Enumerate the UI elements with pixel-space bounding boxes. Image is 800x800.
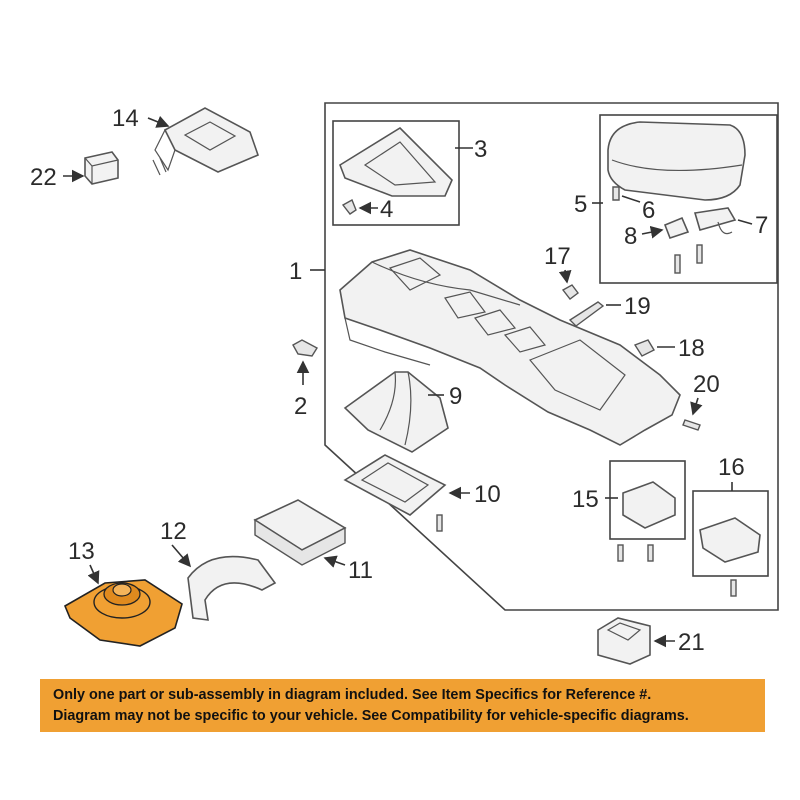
callout-3: 3 — [474, 136, 487, 163]
leader-20 — [690, 397, 703, 416]
cup-part-21 — [597, 617, 651, 665]
callout-7: 7 — [755, 212, 768, 239]
callout-8: 8 — [624, 223, 637, 250]
callout-13: 13 — [68, 538, 95, 565]
leader-13 — [87, 564, 100, 585]
screw-part-20 — [682, 419, 701, 431]
armrest-screws — [674, 244, 703, 274]
cap-part — [84, 151, 119, 185]
leader-17 — [558, 269, 572, 284]
callout-16: 16 — [718, 454, 745, 481]
callout-2: 2 — [294, 393, 307, 420]
callout-22: 22 — [30, 164, 57, 191]
clip-part-4 — [341, 199, 357, 215]
leader-7 — [737, 219, 753, 225]
callout-17: 17 — [544, 243, 571, 270]
shift-boot-part — [343, 371, 449, 453]
leader-14 — [147, 115, 170, 128]
horseshoe-part — [187, 555, 277, 621]
clip-part-17 — [561, 284, 579, 300]
callout-5: 5 — [574, 191, 587, 218]
callout-14: 14 — [112, 105, 139, 132]
leader-8 — [641, 225, 664, 239]
latch-part-8 — [663, 216, 690, 240]
leader-11 — [323, 555, 346, 568]
leader-12 — [171, 544, 192, 568]
callout-15: 15 — [572, 486, 599, 513]
console-group-frame — [324, 102, 779, 611]
console-body-part — [339, 249, 681, 446]
clip-part-18 — [633, 339, 655, 357]
leader-6 — [621, 195, 641, 203]
callout-18: 18 — [678, 335, 705, 362]
bracket-part-15 — [617, 481, 676, 562]
armrest-lid-part — [607, 121, 746, 201]
callout-4: 4 — [380, 196, 393, 223]
hinge-part-7 — [693, 207, 737, 235]
shifter-base-part-highlighted — [63, 579, 183, 647]
pad-part — [253, 499, 347, 566]
frame-15 — [609, 460, 686, 540]
callout-12: 12 — [160, 518, 187, 545]
panel-frame-3 — [332, 120, 460, 226]
screw-part-2 — [292, 339, 318, 357]
pin-part-6 — [612, 186, 620, 201]
callout-21: 21 — [678, 629, 705, 656]
shifter-panel-part — [152, 107, 260, 176]
disclaimer-line-2: Diagram may not be specific to your vehi… — [53, 707, 689, 724]
callout-11: 11 — [348, 557, 373, 584]
disclaimer-line-1: Only one part or sub-assembly in diagram… — [53, 686, 652, 703]
disclaimer-banner: Only one part or sub-assembly in diagram… — [40, 679, 765, 732]
callout-20: 20 — [693, 371, 720, 398]
armrest-frame — [599, 114, 778, 284]
frame-16 — [692, 490, 769, 577]
callout-10: 10 — [474, 481, 501, 508]
bezel-part — [339, 126, 453, 197]
bracket-part-19 — [568, 301, 605, 327]
shift-frame-part — [343, 454, 447, 532]
callout-6: 6 — [642, 197, 655, 224]
callout-19: 19 — [624, 293, 651, 320]
callout-9: 9 — [449, 383, 462, 410]
callout-1: 1 — [289, 258, 302, 285]
bracket-part-16 — [699, 517, 761, 597]
